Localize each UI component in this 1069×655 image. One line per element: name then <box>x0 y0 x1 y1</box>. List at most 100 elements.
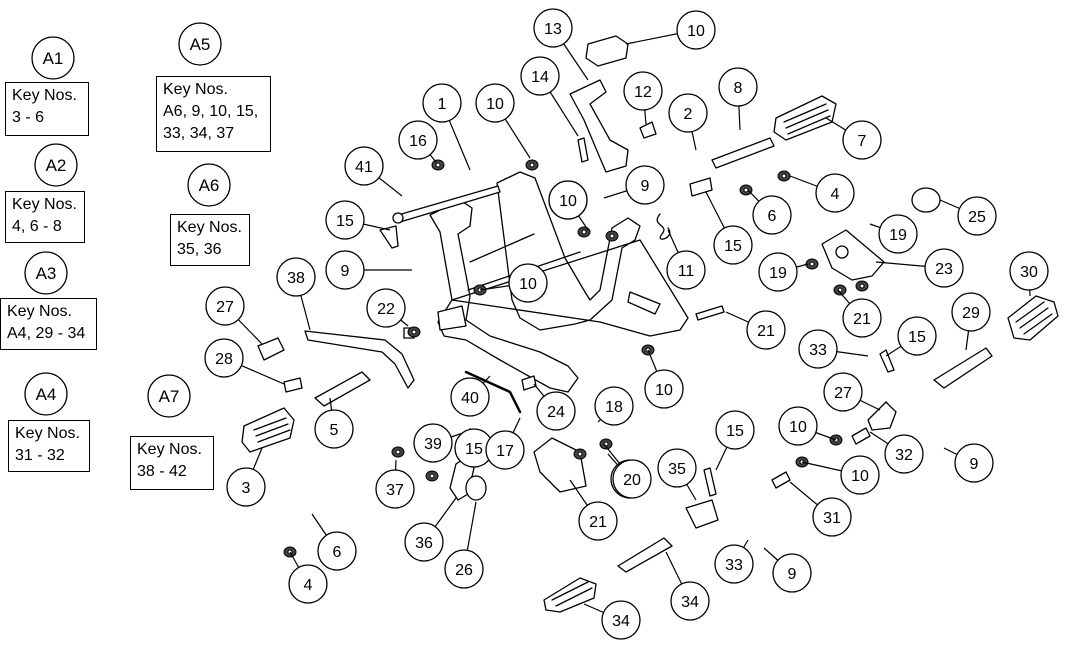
callout-6: 6 <box>317 531 357 571</box>
assembly-circle <box>178 22 222 66</box>
washer-hole <box>395 449 401 455</box>
callout-circle <box>366 288 406 328</box>
callout-number: 15 <box>726 423 744 440</box>
callout-circle <box>713 225 753 265</box>
assembly-id: A4 <box>36 385 57 404</box>
callout-number: 16 <box>409 133 427 150</box>
washer-hole <box>781 173 787 179</box>
callout-33: 33 <box>714 544 754 584</box>
washer-hole <box>743 187 749 193</box>
callout-15: 15 <box>713 225 753 265</box>
assembly-circle <box>24 372 68 416</box>
callout-number: 9 <box>641 178 650 195</box>
assembly-A6: A6 <box>187 163 231 207</box>
part-bracket <box>569 79 629 173</box>
part-bolt <box>283 377 303 393</box>
callout-circle <box>450 377 490 417</box>
callout-layer: 1234456678999991010101010101011121314151… <box>204 8 1049 640</box>
callout-number: 15 <box>465 441 483 458</box>
callout-16: 16 <box>398 120 438 160</box>
callout-9: 9 <box>772 553 812 593</box>
callout-29: 29 <box>951 292 991 332</box>
part-bracket-right <box>821 229 885 281</box>
callout-circle <box>878 214 918 254</box>
callout-circle <box>325 200 365 240</box>
callout-circle <box>718 67 758 107</box>
callout-number: 18 <box>605 399 623 416</box>
callout-number: 23 <box>935 261 953 278</box>
callout-circle <box>404 522 444 562</box>
callout-circle <box>840 455 880 495</box>
callout-circle <box>578 501 618 541</box>
callout-14: 14 <box>520 56 560 96</box>
callout-circle <box>823 372 863 412</box>
callout-10: 10 <box>840 455 880 495</box>
callout-circle <box>884 434 924 474</box>
callout-circle <box>508 263 548 303</box>
callout-number: 15 <box>724 238 742 255</box>
callout-1: 1 <box>422 83 462 123</box>
part-plate <box>533 437 587 493</box>
part-arm <box>933 347 993 389</box>
callout-number: 41 <box>355 159 373 176</box>
callout-circle <box>666 250 706 290</box>
callout-18: 18 <box>594 386 634 426</box>
callout-15: 15 <box>325 200 365 240</box>
callout-33: 33 <box>798 329 838 369</box>
callout-10: 10 <box>508 263 548 303</box>
callout-37: 37 <box>375 469 415 509</box>
callout-15: 15 <box>454 428 494 468</box>
assembly-circle <box>34 143 78 187</box>
key-nos-box-A6: Key Nos.35, 36 <box>170 214 250 266</box>
callout-number: 6 <box>768 208 777 225</box>
callout-number: 10 <box>851 468 869 485</box>
callout-number: 28 <box>215 351 233 368</box>
callout-10: 10 <box>778 406 818 446</box>
callout-number: 2 <box>684 106 693 123</box>
key-nos-line: Key Nos. <box>177 219 242 236</box>
callout-circle <box>444 549 484 589</box>
assembly-A2: A2 <box>34 143 78 187</box>
callout-36: 36 <box>404 522 444 562</box>
callout-circle <box>314 409 354 449</box>
callout-circle <box>746 310 786 350</box>
callout-number: 26 <box>455 562 473 579</box>
assembly-id: A7 <box>159 387 180 406</box>
assembly-id: A1 <box>43 49 64 68</box>
callout-number: 15 <box>336 213 354 230</box>
part-clamp <box>685 499 719 529</box>
callout-number: 22 <box>377 301 395 318</box>
callout-4: 4 <box>815 173 855 213</box>
assembly-circle <box>24 251 68 295</box>
part-footplate-bottom <box>543 577 597 613</box>
key-nos-box-A3: Key Nos.A4, 29 - 34 <box>0 298 97 350</box>
part-lever <box>304 330 415 389</box>
callout-circle <box>644 369 684 409</box>
callout-31: 31 <box>812 497 852 537</box>
washer-hole <box>859 283 865 289</box>
callout-7: 7 <box>842 120 882 160</box>
callout-9: 9 <box>625 165 665 205</box>
callout-circle <box>798 329 838 369</box>
part-shaft <box>711 137 775 169</box>
callout-circle <box>413 423 453 463</box>
key-nos-line: 38 - 42 <box>137 463 187 480</box>
callout-number: 17 <box>496 443 514 460</box>
callout-circle <box>954 443 994 483</box>
callout-number: 27 <box>216 299 234 316</box>
key-nos-line: Key Nos. <box>7 303 72 320</box>
callout-15: 15 <box>715 410 755 450</box>
part-sleeve <box>257 337 285 361</box>
callout-circle <box>325 250 365 290</box>
callout-number: 6 <box>333 544 342 561</box>
callout-circle <box>668 93 708 133</box>
callout-circle <box>897 316 937 356</box>
callout-number: 15 <box>908 329 926 346</box>
callout-circle <box>842 120 882 160</box>
callout-number: 4 <box>831 186 840 203</box>
callout-circle <box>485 430 525 470</box>
callout-28: 28 <box>204 338 244 378</box>
callout-number: 19 <box>769 265 787 282</box>
assembly-circle <box>31 36 75 80</box>
